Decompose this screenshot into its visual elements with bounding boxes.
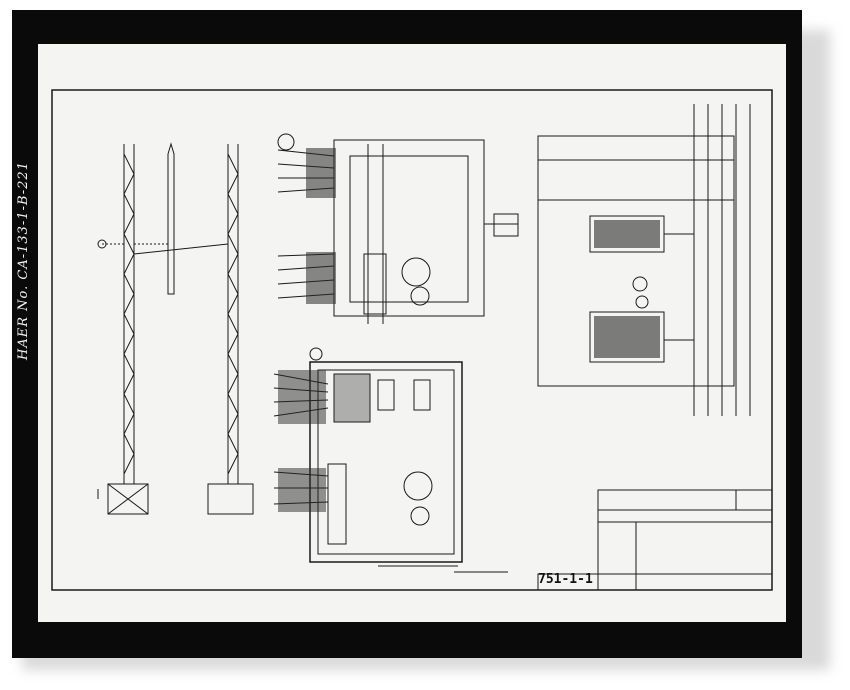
- margin-stamp: HAER No. CA-133-1-B-221: [14, 140, 32, 380]
- schematic-drawing: [51, 89, 773, 591]
- title-block: [537, 489, 773, 591]
- margin-stamp-text: HAER No. CA-133-1-B-221: [15, 160, 31, 360]
- drawing-sheet: 751-1-1: [38, 44, 786, 622]
- film-border: HAER No. CA-133-1-B-221: [12, 10, 802, 658]
- left-tower-elevation: [97, 142, 175, 515]
- wiring-bundles: [278, 148, 660, 512]
- section-marks: [97, 133, 508, 573]
- sheet-border: [51, 89, 773, 591]
- section-view-right: [537, 104, 751, 416]
- right-tower-elevation: [133, 144, 254, 515]
- title-block-number: 751-1-1: [538, 572, 593, 587]
